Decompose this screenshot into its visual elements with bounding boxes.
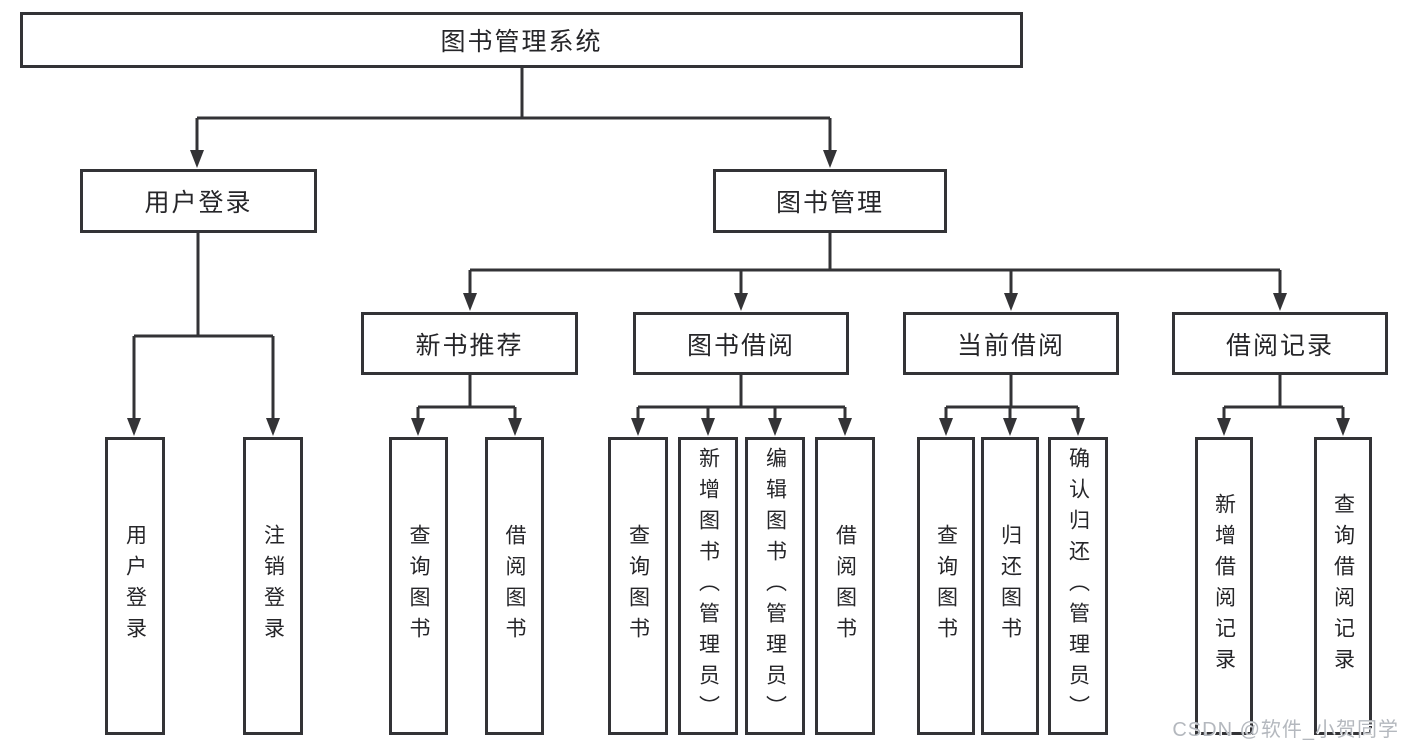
node-label: 新增借阅记录 [1212, 493, 1236, 679]
leaf-edit-books-admin: 编辑图书（管理员） [745, 437, 805, 735]
leaf-user-login: 用户登录 [105, 437, 165, 735]
node-label: 确认归还（管理员） [1066, 446, 1090, 726]
leaf-query-books-recommendation: 查询图书 [389, 437, 448, 735]
leaf-logout: 注销登录 [243, 437, 303, 735]
node-label: 注销登录 [261, 524, 285, 648]
leaf-add-books-admin: 新增图书（管理员） [678, 437, 738, 735]
node-label: 借阅图书 [833, 524, 857, 648]
leaf-query-borrow-record: 查询借阅记录 [1314, 437, 1372, 735]
node-label: 图书管理系统 [440, 28, 603, 56]
leaf-query-books-borrowing: 查询图书 [608, 437, 668, 735]
node-label: 查询借阅记录 [1331, 493, 1355, 679]
node-label: 编辑图书（管理员） [763, 446, 787, 726]
leaf-query-books-current: 查询图书 [917, 437, 975, 735]
node-label: 新书推荐 [415, 331, 524, 360]
node-label: 用户登录 [123, 524, 147, 648]
leaf-confirm-return-admin: 确认归还（管理员） [1048, 437, 1108, 735]
node-label: 图书借阅 [686, 331, 795, 360]
node-label: 归还图书 [998, 524, 1022, 648]
node-label: 查询图书 [407, 524, 430, 648]
leaf-return-books: 归还图书 [981, 437, 1039, 735]
leaf-borrow-books-recommendation: 借阅图书 [485, 437, 544, 735]
node-label: 查询图书 [934, 524, 958, 648]
node-label: 新增图书（管理员） [696, 446, 720, 726]
leaf-borrow-books-borrowing: 借阅图书 [815, 437, 875, 735]
node-book-management: 图书管理 [713, 169, 947, 233]
node-current-borrowing: 当前借阅 [903, 312, 1119, 375]
node-new-book-recommendation: 新书推荐 [361, 312, 578, 375]
node-user-login: 用户登录 [80, 169, 317, 233]
node-library-management-system: 图书管理系统 [20, 12, 1023, 68]
node-label: 借阅记录 [1225, 331, 1334, 360]
node-label: 图书管理 [775, 189, 884, 217]
node-label: 用户登录 [144, 189, 253, 217]
node-label: 当前借阅 [956, 331, 1065, 360]
node-label: 借阅图书 [503, 524, 526, 648]
leaf-add-borrow-record: 新增借阅记录 [1195, 437, 1253, 735]
watermark-csdn: CSDN @软件_小贺同学 [1172, 719, 1399, 741]
node-book-borrowing: 图书借阅 [633, 312, 849, 375]
node-label: 查询图书 [626, 524, 650, 648]
node-borrowing-records: 借阅记录 [1172, 312, 1388, 375]
